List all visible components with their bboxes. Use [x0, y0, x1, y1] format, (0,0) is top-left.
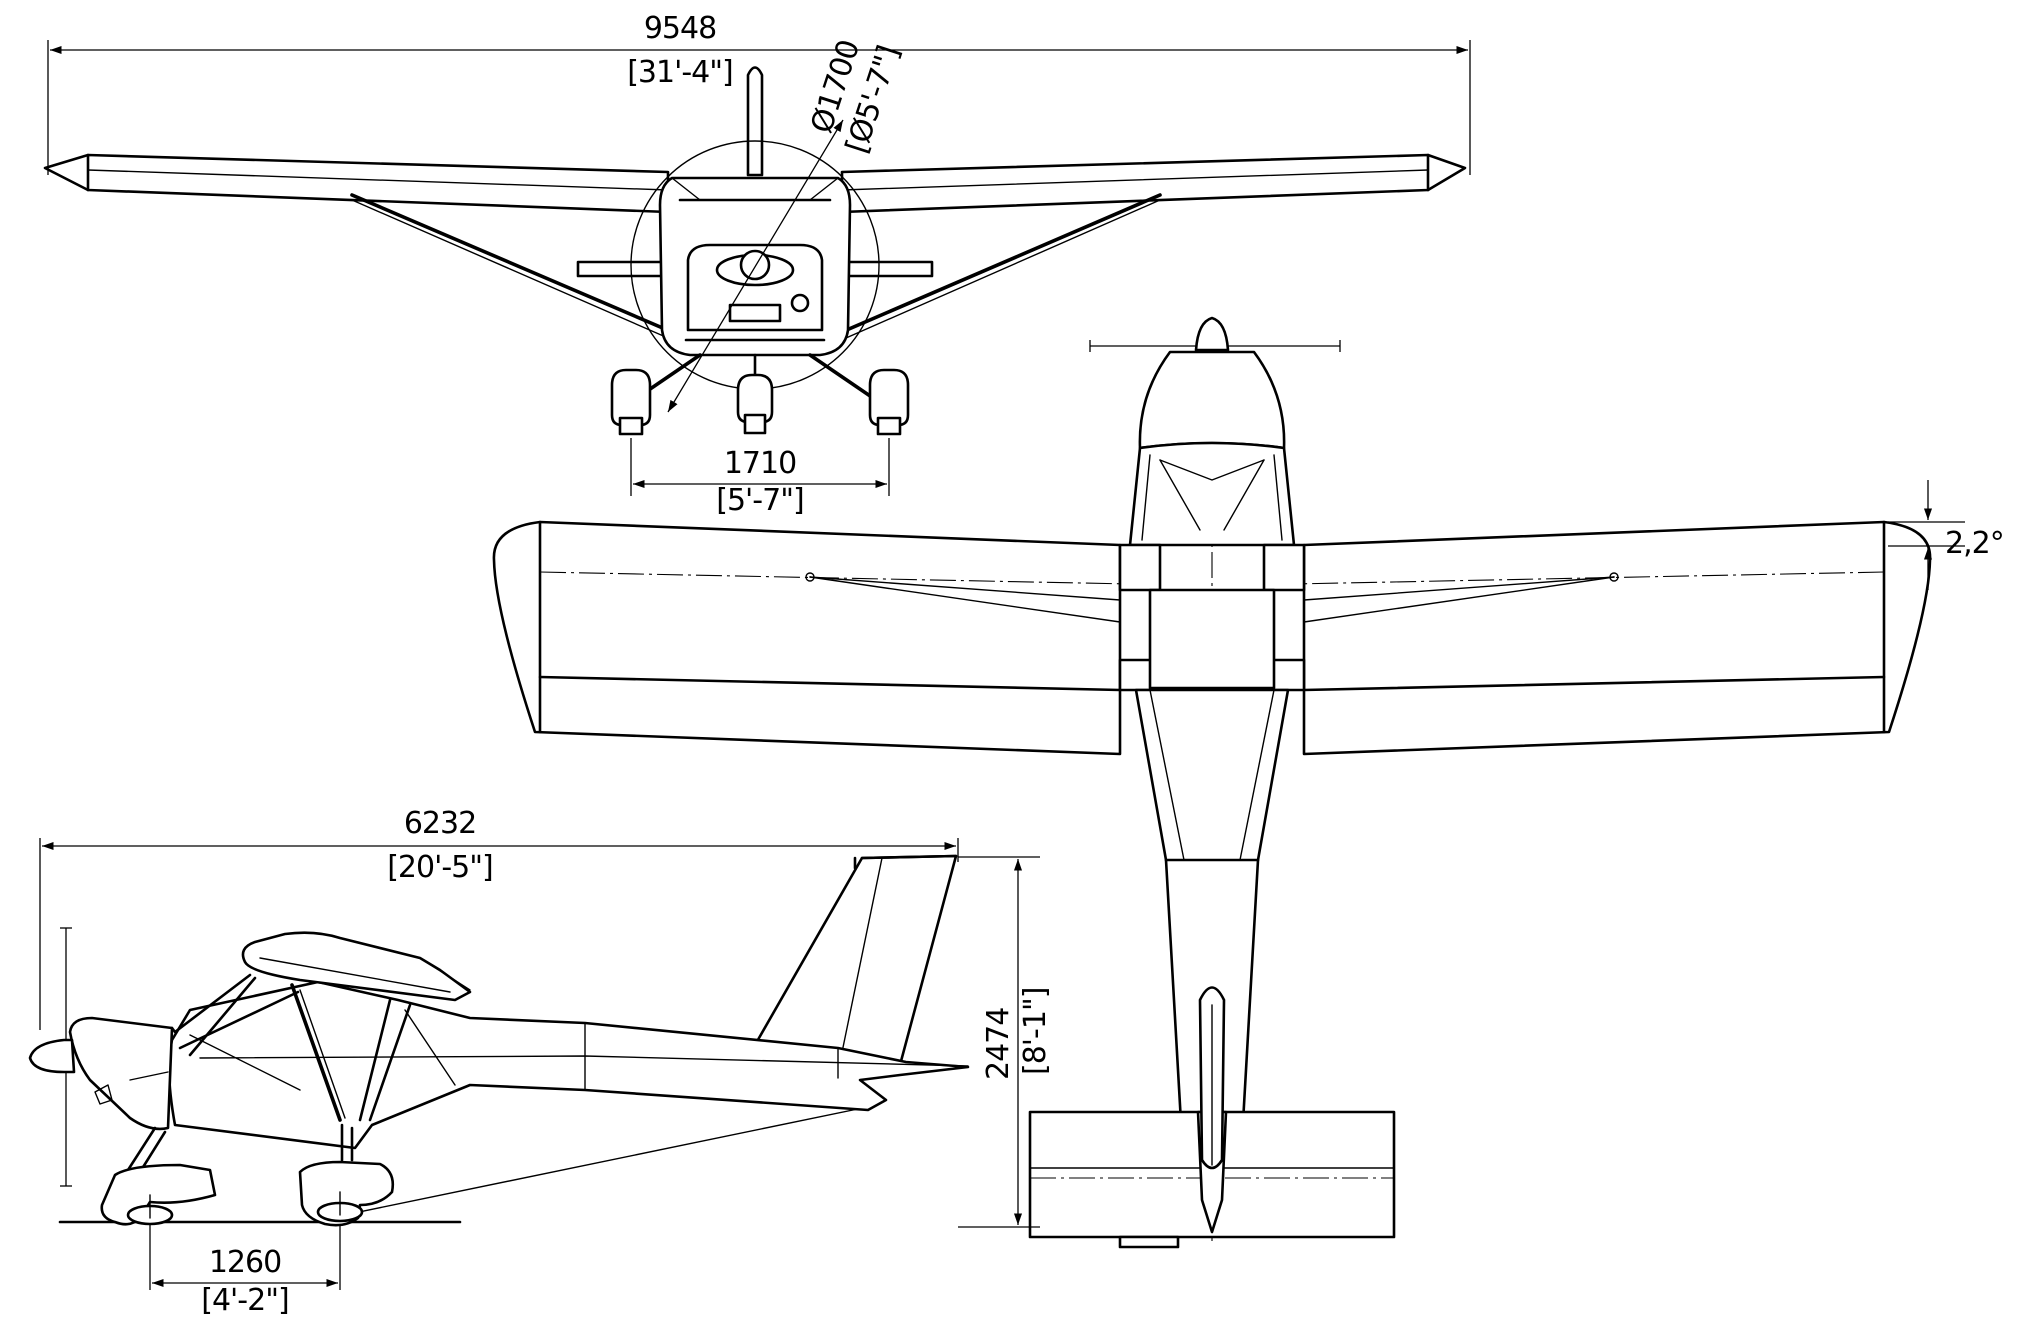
- height-dimension: 2474 [8'-1"]: [958, 856, 1053, 1228]
- right-wing-top: [1262, 520, 1932, 756]
- cabin-top: [1128, 441, 1296, 547]
- front-view: 9548 [31'-4"]: [43, 11, 1471, 518]
- gear-track-imperial-label: [5'-7"]: [716, 483, 803, 518]
- height-mm-label: 2474: [981, 1008, 1016, 1080]
- fuselage-top: [1134, 688, 1290, 1212]
- gear-track-dimension: 1710 [5'-7"]: [630, 438, 890, 518]
- wing-side: [241, 931, 472, 1002]
- nose-side: [28, 1016, 174, 1131]
- cabin-frame-side: [170, 973, 456, 1122]
- height-imperial-label: [8'-1"]: [1018, 988, 1053, 1075]
- left-wing-top: [492, 520, 1162, 756]
- wheelbase-mm-label: 1260: [209, 1245, 281, 1280]
- wing-front-view: [43, 153, 1467, 214]
- dihedral-dimension: 2,2°: [1888, 480, 2005, 590]
- lift-struts-front: [350, 193, 1162, 339]
- wing-center-section: [1148, 588, 1276, 690]
- side-view: 6232 [20'-5"] 2474 [8'-1"]: [28, 806, 1053, 1318]
- wingspan-dimension: 9548 [31'-4"]: [47, 11, 1471, 175]
- fin-front: [746, 66, 764, 177]
- wingspan-mm-label: 9548: [644, 11, 716, 46]
- wheelbase-imperial-label: [4'-2"]: [201, 1283, 288, 1318]
- gear-track-mm-label: 1710: [724, 446, 796, 481]
- wingspan-imperial-label: [31'-4"]: [627, 55, 733, 90]
- landing-gear-front: [610, 353, 910, 436]
- left-main-wheel: [610, 368, 652, 427]
- top-view: 2,2°: [492, 316, 2005, 1249]
- length-imperial-label: [20'-5"]: [387, 850, 493, 885]
- cowling-top: [1138, 350, 1286, 450]
- length-mm-label: 6232: [404, 806, 476, 841]
- dihedral-label: 2,2°: [1945, 526, 2004, 561]
- landing-gear-side: [100, 1123, 395, 1227]
- length-dimension: 6232 [20'-5"]: [39, 806, 959, 1030]
- right-main-wheel: [868, 368, 910, 427]
- wheelbase-dimension: 1260 [4'-2"]: [149, 1225, 341, 1318]
- spinner-top: [1194, 316, 1230, 352]
